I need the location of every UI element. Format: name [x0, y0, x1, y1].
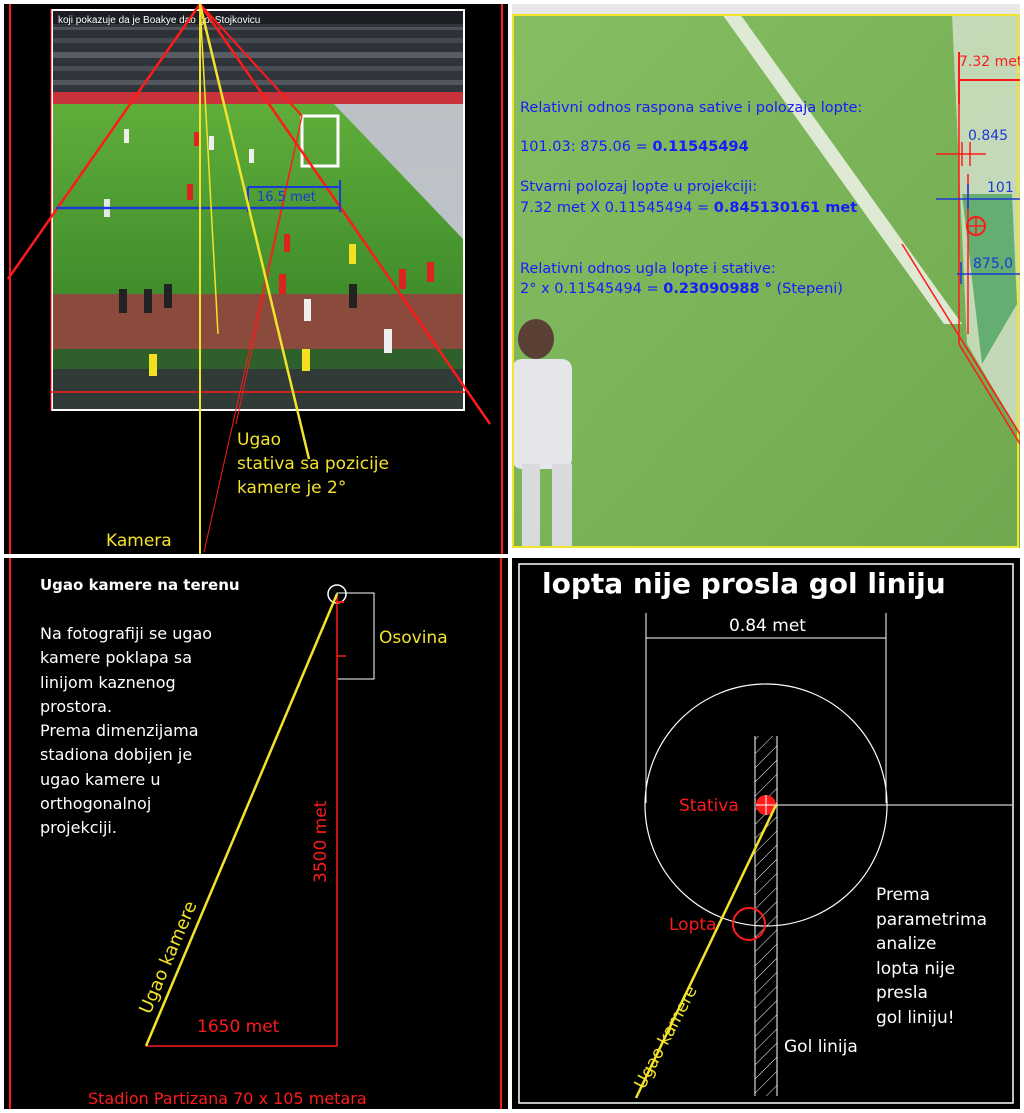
goal-line-label: Gol linija	[784, 1037, 858, 1057]
panel-frame	[518, 563, 1014, 1104]
ball-offset-dim: 0.845	[968, 128, 1009, 144]
perspective-line-left	[6, 4, 202, 280]
pitch-line	[722, 14, 962, 324]
players	[104, 129, 434, 376]
axis-box	[336, 592, 375, 680]
dim-875: 875,0	[973, 256, 1014, 272]
ball-label: Lopta	[669, 915, 717, 935]
calc2-prefix: 7.32 met X 0.11545494 =	[520, 200, 714, 216]
camera-label: Kamera	[106, 531, 172, 551]
calc3-suffix: (Stepeni)	[771, 281, 843, 297]
calc2-result: 0.845130161 met	[713, 200, 858, 216]
video-caption: koji pokazuje da je Boakye dao gol Stojk…	[58, 15, 260, 26]
goal-line-strip	[755, 736, 777, 1096]
goal-line-diagram: Ugao kamere	[518, 563, 1014, 1104]
dim-101: 101	[987, 180, 1014, 196]
calc-line-5: Relativni odnos ugla lopte i stative:	[520, 261, 776, 277]
vertical-dim-label: 3500 met	[311, 800, 331, 883]
calc-line-2: 101.03: 875.06 = 0.11545494	[520, 139, 749, 155]
angle-note: Ugao stativa sa pozicije kamere je 2°	[237, 428, 389, 500]
calc1-prefix: 101.03: 875.06 =	[520, 139, 653, 155]
calc-line-6: 2° x 0.11545494 = 0.23090988 ° (Stepeni)	[520, 281, 843, 297]
calc1-result: 0.11545494	[652, 139, 749, 155]
camera-angle-diagram: 3500 met Ugao kamere	[9, 558, 502, 1109]
angle-note-line3: kamere je 2°	[237, 478, 347, 498]
panel-title: lopta nije prosla gol liniju	[542, 567, 946, 600]
goalkeeper	[962, 194, 1017, 364]
goal-zoom-diagram	[512, 4, 1020, 548]
post-label: Stativa	[679, 796, 739, 816]
stadium-photo-panel: koji pokazuje da je Boakye dao gol Stojk…	[4, 4, 508, 554]
camera-angle-line	[144, 593, 339, 1047]
calc-line-4: 7.32 met X 0.11545494 = 0.845130161 met	[520, 200, 857, 216]
post-angle-line	[198, 4, 311, 460]
panel-title: Ugao kamere na terenu	[40, 576, 240, 594]
conclusion: Prema parametrima analize lopta nije pre…	[876, 885, 987, 1028]
stadium-label: Stadion Partizana 70 x 105 metara	[88, 1089, 367, 1108]
ad-boards	[53, 92, 463, 104]
ball-marker	[732, 907, 766, 941]
goal-width-dim: 7.32 met	[959, 54, 1020, 70]
distance-label: 16.5 met	[257, 190, 316, 205]
camera-angle-line	[634, 804, 778, 1099]
calc-line-1: Relativni odnos raspona sative i polozaj…	[520, 100, 863, 116]
calc3-result: 0.23090988 °	[663, 281, 772, 297]
goal-line-panel: Ugao kamere lopta nije prosla gol liniju…	[512, 558, 1020, 1109]
calc-line-3: Stvarni polozaj lopte u projekciji:	[520, 179, 758, 195]
camera-angle-panel: 3500 met Ugao kamere Ugao kamere na tere…	[4, 558, 508, 1109]
axis-label: Osovina	[379, 628, 448, 648]
angle-label: Ugao kamere	[135, 898, 201, 1017]
perspective-line-right	[198, 4, 492, 425]
description: Na fotografiji se ugao kamere poklapa sa…	[40, 624, 213, 838]
angle-note-line2: stativa sa pozicije	[237, 454, 389, 474]
angle-note-line1: Ugao	[237, 430, 282, 450]
red-measurements	[901, 52, 1020, 445]
width-dim-label: 0.84 met	[729, 616, 806, 636]
perspective-diagram: koji pokazuje da je Boakye dao gol Stojk…	[6, 4, 503, 554]
angle-label: Ugao kamere	[631, 983, 702, 1093]
blue-measurements	[936, 184, 1020, 284]
goal-zoom-panel: 7.32 met 0.845 101 875,0 Relativni odnos…	[512, 4, 1020, 548]
horizontal-dim-label: 1650 met	[197, 1017, 280, 1037]
goal-post	[300, 114, 340, 168]
calc3-prefix: 2° x 0.11545494 =	[520, 281, 664, 297]
player	[512, 319, 572, 548]
